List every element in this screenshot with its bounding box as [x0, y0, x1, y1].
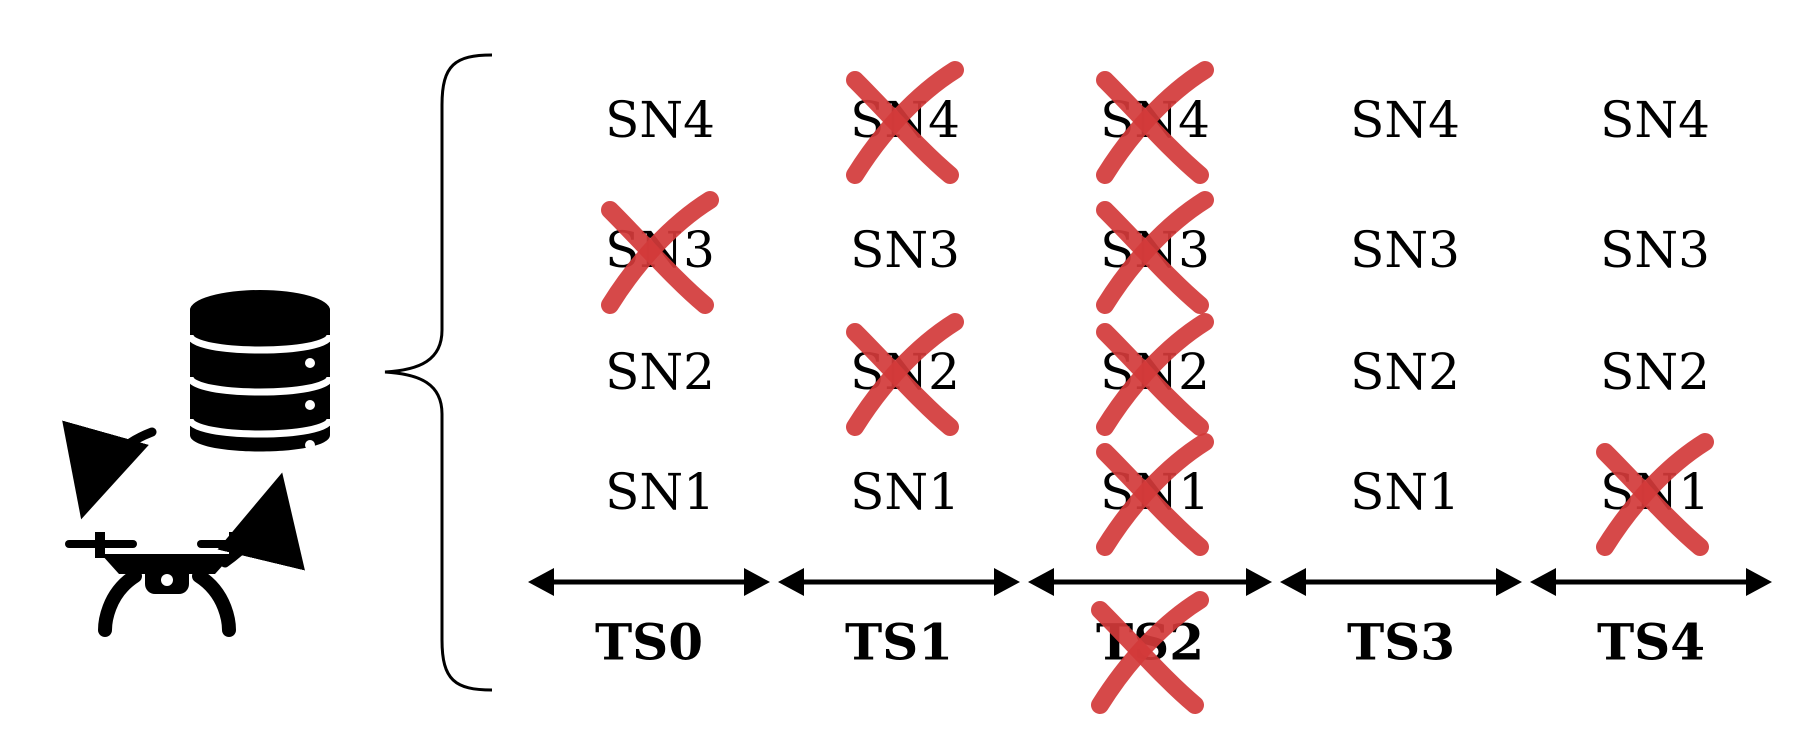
- sensor-label-ts3-sn4: SN4: [1350, 91, 1460, 149]
- cross-mark-ts2: [1091, 591, 1209, 714]
- sensor-label-ts0-sn4: SN4: [605, 91, 715, 149]
- sensor-label-ts0-sn2: SN2: [605, 343, 715, 401]
- timeslot-label-ts3: TS3: [1347, 613, 1455, 672]
- arrowhead-left-ts3: [1280, 568, 1306, 596]
- arrowhead-right-ts4: [1746, 568, 1772, 596]
- cross-mark-ts2-sn3: [1096, 191, 1214, 314]
- timeslot-label-ts4: TS4: [1597, 613, 1705, 672]
- arrowhead-left-ts4: [1530, 568, 1556, 596]
- cross-mark-ts2-sn4: [1096, 61, 1214, 184]
- left-brace: [384, 53, 493, 692]
- timeslot-label-ts0: TS0: [595, 613, 703, 672]
- sensor-label-ts3-sn1: SN1: [1350, 463, 1460, 521]
- arrowhead-left-ts0: [528, 568, 554, 596]
- sensor-label-ts1-sn1: SN1: [850, 463, 960, 521]
- cross-mark-ts1-sn4: [846, 61, 964, 184]
- cross-mark-ts2-sn1: [1096, 433, 1214, 556]
- sensor-label-ts4-sn3: SN3: [1600, 221, 1710, 279]
- arrowhead-right-ts2: [1246, 568, 1272, 596]
- sensor-label-ts1-sn3: SN3: [850, 221, 960, 279]
- cross-mark-ts4-sn1: [1596, 433, 1714, 556]
- database-icon: [186, 290, 334, 452]
- sensor-label-ts3-sn3: SN3: [1350, 221, 1460, 279]
- sensor-label-ts4-sn4: SN4: [1600, 91, 1710, 149]
- timeslot-label-ts1: TS1: [845, 613, 953, 672]
- sensor-label-ts0-sn1: SN1: [605, 463, 715, 521]
- arrowhead-right-ts0: [744, 568, 770, 596]
- cross-mark-ts2-sn2: [1096, 313, 1214, 436]
- arrowhead-left-ts2: [1028, 568, 1054, 596]
- sensor-grid: SN4SN3SN2SN1SN4SN3SN2SN1SN4SN3SN2SN1SN4S…: [601, 61, 1714, 556]
- arrowhead-left-ts1: [778, 568, 804, 596]
- cross-mark-ts0-sn3: [601, 191, 719, 314]
- drone-icon: [65, 532, 269, 637]
- curved-arrow-to-drone-icon: [62, 420, 157, 520]
- sensor-label-ts3-sn2: SN2: [1350, 343, 1460, 401]
- arrowhead-right-ts3: [1496, 568, 1522, 596]
- arrowhead-right-ts1: [994, 568, 1020, 596]
- sensor-label-ts4-sn2: SN2: [1600, 343, 1710, 401]
- cross-mark-ts1-sn2: [846, 313, 964, 436]
